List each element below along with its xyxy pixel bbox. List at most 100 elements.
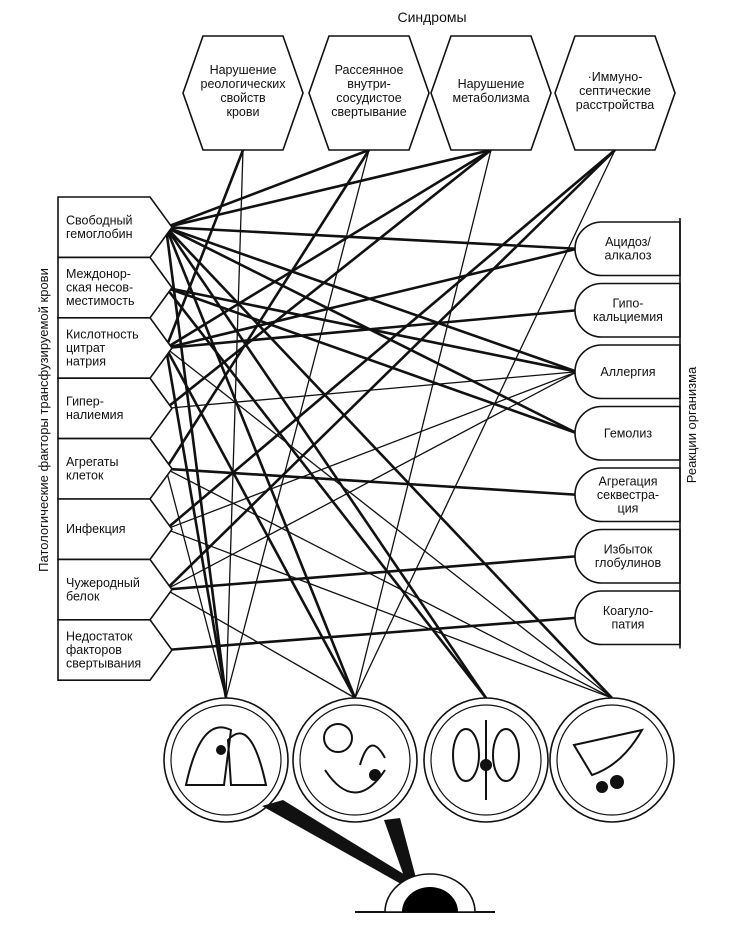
organ-inner-ring bbox=[170, 704, 282, 816]
syndrome-label-line: септические bbox=[579, 84, 651, 98]
factor-label-line: гемоглобин bbox=[66, 227, 133, 241]
connection-f3-r2 bbox=[165, 308, 578, 350]
factor-label-line: Свободный bbox=[66, 213, 132, 227]
syndrome-hexagon bbox=[182, 35, 304, 151]
factor-arrow bbox=[57, 437, 173, 500]
reaction-коагуло: Коагуло-патия bbox=[574, 590, 681, 646]
connection-f3-r1 bbox=[165, 247, 578, 350]
connection-f3-s3 bbox=[165, 148, 492, 350]
heart-kidney-icon bbox=[323, 723, 386, 794]
factor-label-line: налиемия bbox=[66, 408, 123, 422]
reaction-tab bbox=[574, 528, 681, 584]
connection-s2-o1 bbox=[225, 149, 370, 699]
reaction-tab bbox=[574, 344, 681, 400]
connection-s4-o2 bbox=[354, 149, 616, 699]
syndromes-title: Синдромы bbox=[397, 9, 466, 25]
syndrome-label-line: внутри- bbox=[347, 77, 391, 91]
connection-f6-r3 bbox=[165, 371, 578, 530]
factor-arrow bbox=[57, 256, 173, 319]
syndrome-hexagon bbox=[430, 35, 552, 151]
connection-f1-s2 bbox=[165, 148, 370, 229]
connection-f3-o2 bbox=[164, 347, 357, 699]
factor-arrow bbox=[57, 498, 173, 561]
reaction-tab bbox=[574, 282, 681, 338]
syndrome-label-line: Нарушение bbox=[458, 77, 525, 91]
factor-label-line: Инфекция bbox=[66, 522, 126, 536]
connection-f5-o4 bbox=[165, 468, 613, 699]
organs-row bbox=[163, 697, 675, 823]
reaction-label-line: Коагуло- bbox=[603, 604, 653, 618]
factor-label-line: местимость bbox=[66, 294, 135, 308]
connection-f7-r3 bbox=[165, 371, 578, 591]
source-funnel bbox=[262, 800, 495, 913]
syndrome-label-line: сосудистое bbox=[336, 91, 401, 105]
connection-f3-o1 bbox=[164, 347, 228, 699]
connection-f3-s1 bbox=[164, 149, 245, 349]
factor-label-line: ская несов- bbox=[66, 281, 133, 295]
reaction-label-line: глобулинов bbox=[595, 556, 662, 570]
reaction-label-line: кальциемия bbox=[593, 310, 663, 324]
reaction-label-line: ция bbox=[618, 501, 639, 515]
connection-s1-o1 bbox=[225, 149, 244, 699]
liver-icon bbox=[572, 728, 644, 793]
factor-междонор: Междонор-ская несов-местимость bbox=[57, 256, 173, 319]
reaction-tab bbox=[574, 405, 681, 461]
factors-title: Патологические факторы трансфузируемой к… bbox=[36, 268, 51, 572]
syndrome-label-line: свойств bbox=[220, 91, 266, 105]
reaction-label-line: Гипо- bbox=[613, 297, 644, 311]
factor-arrow bbox=[57, 558, 173, 621]
connection-f1-s3 bbox=[165, 148, 492, 229]
connection-f7-r6 bbox=[165, 554, 578, 591]
connection-f1-o1 bbox=[164, 227, 228, 699]
organ-inner-ring bbox=[299, 704, 411, 816]
organ-ring bbox=[292, 697, 418, 823]
connection-f5-r5 bbox=[165, 467, 578, 497]
factor-label-line: цитрат bbox=[66, 341, 105, 355]
connection-lines bbox=[164, 148, 616, 699]
connection-f7-s4 bbox=[165, 149, 616, 591]
reactions-title: Реакции организма bbox=[684, 366, 699, 483]
reaction-аллергия: Аллергия bbox=[574, 344, 681, 400]
reaction-гемолиз: Гемолиз bbox=[574, 405, 681, 461]
syndrome-label-line: метаболизма bbox=[452, 91, 529, 105]
reaction-tab bbox=[574, 590, 681, 646]
lungs-icon bbox=[184, 726, 268, 786]
factor-label-line: Агрегаты bbox=[66, 455, 118, 469]
syndrome-label-line: ·Иммуно- bbox=[588, 70, 643, 84]
funnel-beam bbox=[384, 818, 416, 882]
reactions-column: Ацидоз/алкалозГипо-кальциемияАллергияГем… bbox=[574, 218, 681, 649]
connection-s3-o2 bbox=[354, 149, 492, 699]
organ-inner-ring bbox=[556, 704, 668, 816]
syndrome-label-line: Рассеянное bbox=[335, 63, 404, 77]
factor-label-line: клеток bbox=[66, 469, 104, 483]
factor-label-line: Гипер- bbox=[66, 395, 104, 409]
organ-ring bbox=[163, 697, 289, 823]
syndrome-label-line: расстройства bbox=[576, 98, 654, 112]
organ-circle bbox=[549, 697, 675, 823]
factor-label-line: факторов bbox=[66, 643, 122, 657]
connection-f3-o4 bbox=[165, 347, 613, 699]
connection-f1-o2 bbox=[164, 226, 357, 699]
factor-label-line: белок bbox=[66, 589, 100, 603]
factor-arrow bbox=[57, 377, 173, 440]
syndrome-label-line: реологических bbox=[201, 77, 287, 91]
connection-f1-r1 bbox=[165, 225, 578, 251]
funnel-beam bbox=[262, 800, 420, 889]
organ-circle bbox=[292, 697, 418, 823]
organ-circle bbox=[163, 697, 289, 823]
syndrome-hexagon bbox=[554, 35, 676, 151]
reaction-гипо: Гипо-кальциемия bbox=[574, 282, 681, 338]
factor-arrow bbox=[57, 316, 173, 380]
